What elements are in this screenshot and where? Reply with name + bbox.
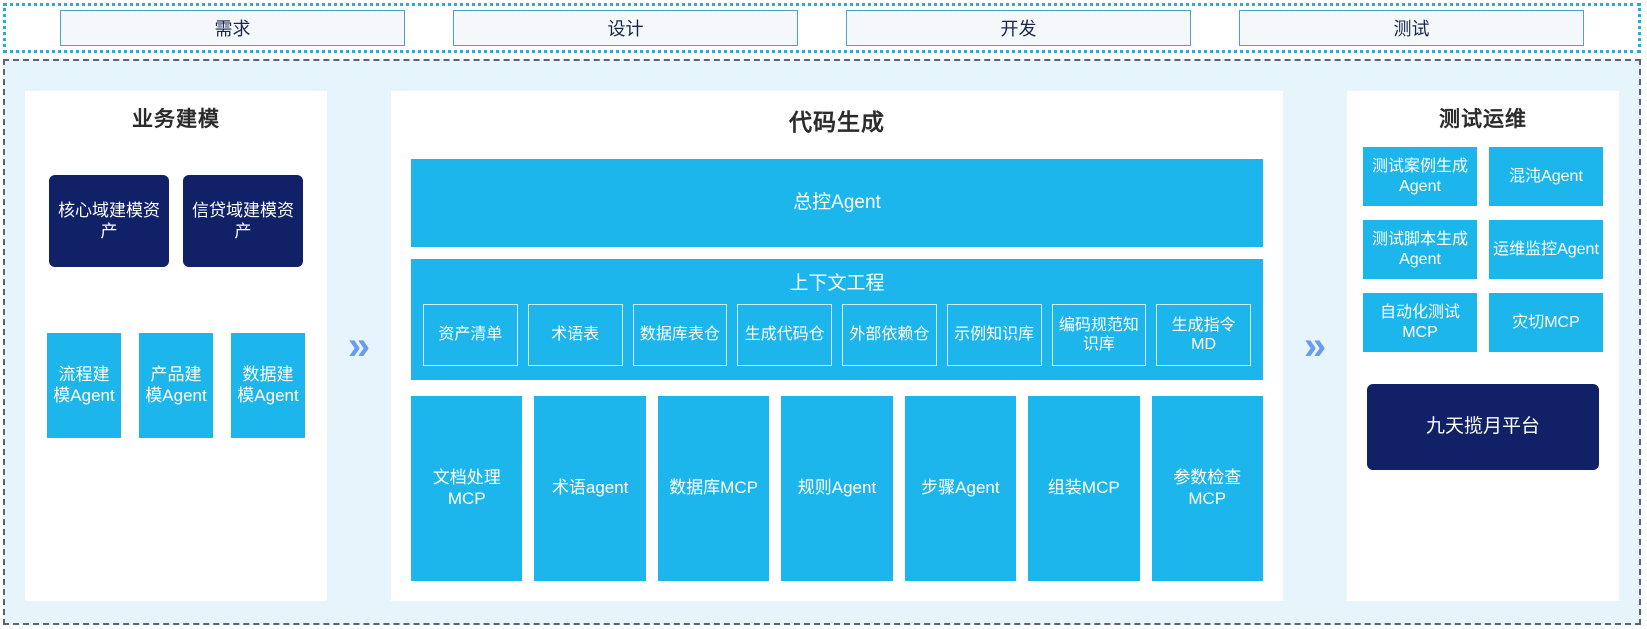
tool-document-processing-mcp[interactable]: 文档处理MCP xyxy=(411,396,523,581)
context-item-glossary[interactable]: 术语表 xyxy=(527,304,623,366)
context-item-coding-standard-knowledge-base[interactable]: 编码规范知识库 xyxy=(1051,304,1147,366)
asset-core-domain[interactable]: 核心域建模资产 xyxy=(49,175,169,267)
cell-label: 自动化测试MCP xyxy=(1379,304,1460,341)
phase-label: 设计 xyxy=(607,19,644,39)
tool-glossary-agent[interactable]: 术语agent xyxy=(534,396,646,581)
panel-business-modeling: 业务建模 核心域建模资产 信贷域建模资产 流程建模Agent 产品建模Agent… xyxy=(25,91,327,601)
context-item-db-table-repo[interactable]: 数据库表仓 xyxy=(632,304,728,366)
phase-strip: 需求 设计 开发 测试 xyxy=(3,3,1641,53)
panel-title-test-operations: 测试运维 xyxy=(1439,108,1527,131)
test-script-generation-agent[interactable]: 测试脚本生成Agent xyxy=(1363,220,1477,279)
panel-test-operations: 测试运维 测试案例生成Agent 混沌Agent 测试脚本生成Agent 运维监… xyxy=(1347,91,1619,601)
tool-step-agent[interactable]: 步骤Agent xyxy=(904,396,1017,581)
tool-label: 步骤Agent xyxy=(921,478,1000,498)
context-engineering-items: 资产清单 术语表 数据库表仓 生成代码仓 外部依赖仓 示例知识库 编码规范知识库… xyxy=(423,304,1251,366)
context-item-asset-list[interactable]: 资产清单 xyxy=(423,304,518,366)
phase-box-testing[interactable]: 测试 xyxy=(1239,10,1584,46)
phase-box-development[interactable]: 开发 xyxy=(846,10,1191,46)
context-item-example-knowledge-base[interactable]: 示例知识库 xyxy=(946,304,1042,366)
context-item-label: 示例知识库 xyxy=(954,326,1035,344)
test-operations-body: 测试案例生成Agent 混沌Agent 测试脚本生成Agent 运维监控Agen… xyxy=(1347,133,1619,601)
agent-label: 数据建模Agent xyxy=(237,365,299,405)
phase-box-requirements[interactable]: 需求 xyxy=(60,10,405,46)
agent-label: 产品建模Agent xyxy=(145,365,207,405)
tool-parameter-check-mcp[interactable]: 参数检查MCP xyxy=(1151,396,1263,581)
tool-label: 数据库MCP xyxy=(669,478,758,498)
context-item-generated-code-repo[interactable]: 生成代码仓 xyxy=(737,304,832,366)
tool-label: 组装MCP xyxy=(1047,478,1120,498)
tool-row: 文档处理MCP 术语agent 数据库MCP 规则Agent 步骤Agent 组… xyxy=(411,396,1263,581)
chevron-right-icon-1: » xyxy=(347,324,371,368)
cell-label: 测试案例生成Agent xyxy=(1371,158,1468,195)
context-item-label: 编码规范知识库 xyxy=(1058,316,1139,353)
tool-label: 术语agent xyxy=(551,478,629,498)
context-item-label: 外部依赖仓 xyxy=(849,326,930,344)
automated-test-mcp[interactable]: 自动化测试MCP xyxy=(1363,293,1477,352)
platform-label: 九天揽月平台 xyxy=(1425,416,1540,438)
panel-title-code-generation: 代码生成 xyxy=(789,109,885,135)
code-generation-body: 总控Agent 上下文工程 资产清单 术语表 数据库表仓 生成代码仓 外部依赖仓… xyxy=(391,137,1283,601)
phase-label: 测试 xyxy=(1393,19,1430,39)
asset-label: 信贷域建模资产 xyxy=(192,200,294,241)
context-item-external-dependency-repo[interactable]: 外部依赖仓 xyxy=(842,304,937,366)
phase-label: 需求 xyxy=(214,19,251,39)
tool-label: 规则Agent xyxy=(797,478,877,498)
context-engineering-title: 上下文工程 xyxy=(789,273,885,294)
panel-code-generation: 代码生成 总控Agent 上下文工程 资产清单 术语表 数据库表仓 生成代码仓 … xyxy=(391,91,1283,601)
cell-label: 测试脚本生成Agent xyxy=(1371,231,1468,268)
agent-process-modeling[interactable]: 流程建模Agent xyxy=(47,333,121,438)
cell-label: 混沌Agent xyxy=(1509,167,1583,185)
phase-box-design[interactable]: 设计 xyxy=(453,10,798,46)
context-item-label: 生成指令MD xyxy=(1171,316,1236,353)
master-control-agent[interactable]: 总控Agent xyxy=(411,159,1263,247)
tool-label: 文档处理MCP xyxy=(432,468,501,508)
agent-label: 流程建模Agent xyxy=(53,365,115,405)
agent-row: 流程建模Agent 产品建模Agent 数据建模Agent xyxy=(25,333,327,438)
context-engineering-block: 上下文工程 资产清单 术语表 数据库表仓 生成代码仓 外部依赖仓 示例知识库 编… xyxy=(411,259,1263,380)
tool-rule-agent[interactable]: 规则Agent xyxy=(781,396,893,581)
context-item-label: 生成代码仓 xyxy=(744,326,825,344)
tool-database-mcp[interactable]: 数据库MCP xyxy=(657,396,770,581)
phase-label: 开发 xyxy=(1000,19,1037,39)
chevron-right-icon-2: » xyxy=(1303,324,1327,368)
context-item-label: 资产清单 xyxy=(438,326,503,344)
chaos-agent[interactable]: 混沌Agent xyxy=(1489,147,1603,206)
agent-data-modeling[interactable]: 数据建模Agent xyxy=(231,333,305,438)
disaster-recovery-mcp[interactable]: 灾切MCP xyxy=(1489,293,1603,352)
asset-row: 核心域建模资产 信贷域建模资产 xyxy=(25,175,327,267)
master-agent-label: 总控Agent xyxy=(793,191,881,213)
operations-monitoring-agent[interactable]: 运维监控Agent xyxy=(1489,220,1603,279)
context-item-label: 术语表 xyxy=(551,326,600,344)
test-operations-grid: 测试案例生成Agent 混沌Agent 测试脚本生成Agent 运维监控Agen… xyxy=(1363,147,1603,352)
tool-assembly-mcp[interactable]: 组装MCP xyxy=(1028,396,1140,581)
asset-label: 核心域建模资产 xyxy=(58,200,160,241)
test-case-generation-agent[interactable]: 测试案例生成Agent xyxy=(1363,147,1477,206)
context-item-label: 数据库表仓 xyxy=(639,326,720,344)
agent-product-modeling[interactable]: 产品建模Agent xyxy=(139,333,213,438)
cell-label: 运维监控Agent xyxy=(1493,240,1599,258)
platform-box-jiutian-lanyue[interactable]: 九天揽月平台 xyxy=(1367,384,1599,470)
main-canvas: 业务建模 核心域建模资产 信贷域建模资产 流程建模Agent 产品建模Agent… xyxy=(3,59,1641,625)
cell-label: 灾切MCP xyxy=(1512,313,1580,331)
asset-credit-domain[interactable]: 信贷域建模资产 xyxy=(183,175,303,267)
tool-label: 参数检查MCP xyxy=(1173,468,1242,508)
context-item-generation-instruction-md[interactable]: 生成指令MD xyxy=(1156,304,1251,366)
panel-title-business-modeling: 业务建模 xyxy=(132,108,220,131)
